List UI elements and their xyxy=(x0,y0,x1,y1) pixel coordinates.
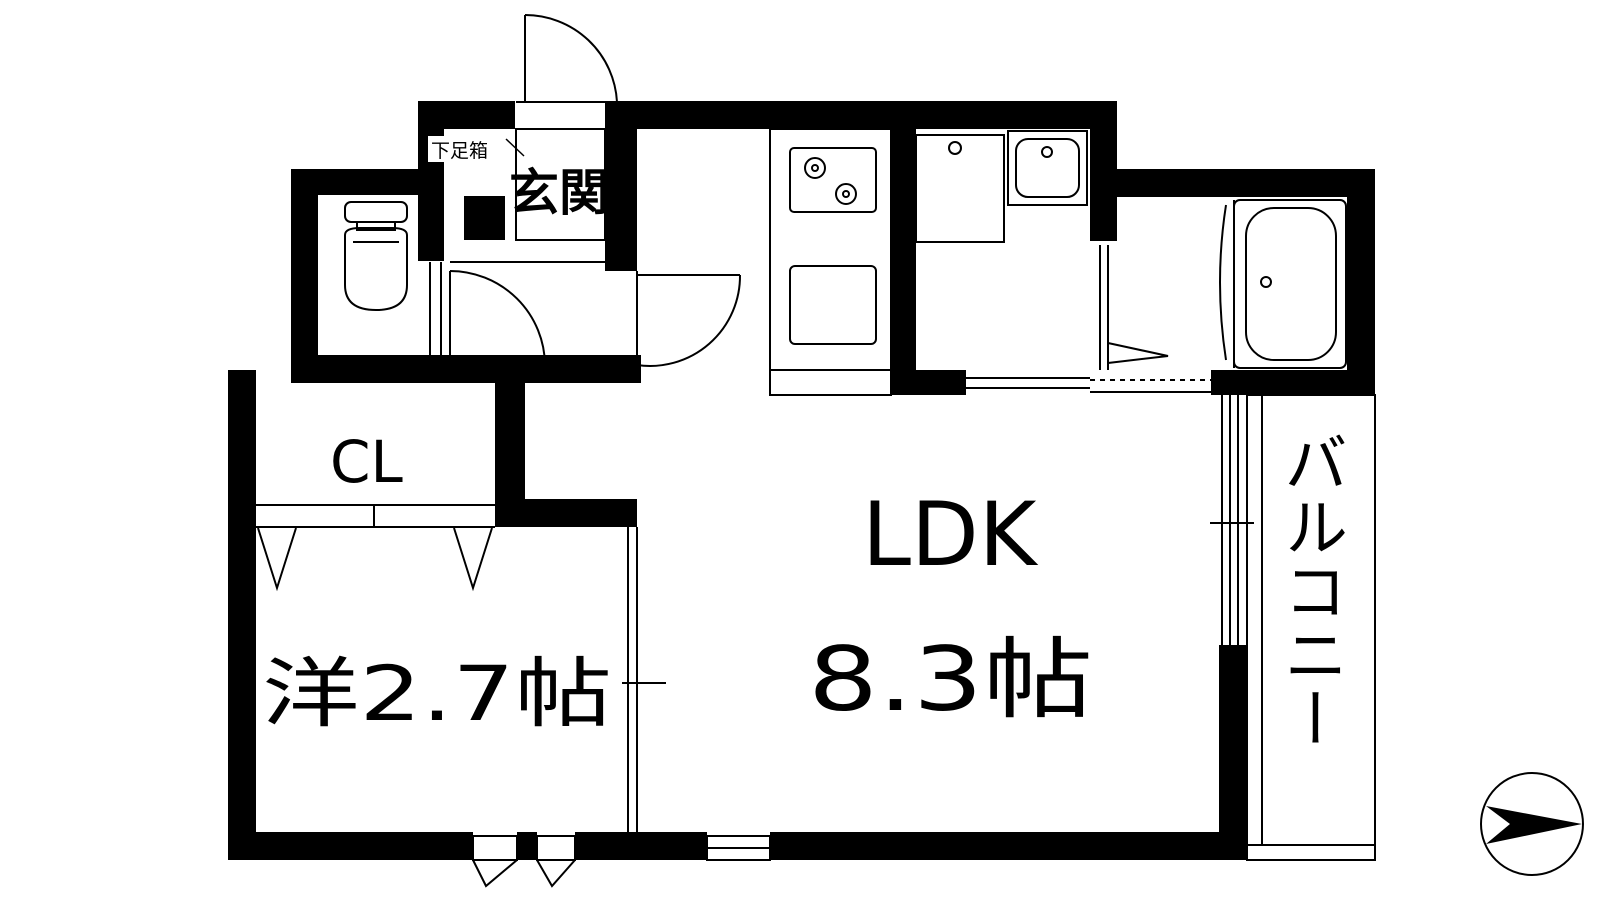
bathtub-icon xyxy=(1219,199,1347,369)
sink-icon xyxy=(789,265,877,345)
compass-icon xyxy=(1480,772,1584,876)
toilet-icon xyxy=(344,201,408,312)
washroom xyxy=(915,130,1211,393)
bottom-windows xyxy=(472,835,771,888)
room-divider xyxy=(622,527,666,832)
western-room-label: 洋2.7帖 xyxy=(262,649,612,738)
entrance xyxy=(429,13,742,367)
ldk-name-label: LDK xyxy=(862,483,1039,586)
closet xyxy=(256,504,495,592)
balcony-text: バルコニー xyxy=(1273,430,1347,750)
stove-icon xyxy=(789,147,877,213)
ldk-size-label: 8.3帖 xyxy=(808,628,1093,731)
balcony-label: バルコニー xyxy=(1273,430,1347,750)
shoe-box-text: 下足箱 xyxy=(431,140,488,162)
walls xyxy=(228,101,1375,860)
entrance-label: 玄関 xyxy=(509,164,609,222)
shoe-box-label: 下足箱 xyxy=(428,136,525,162)
kitchen xyxy=(769,128,892,396)
balcony xyxy=(1210,394,1376,861)
washbasin-icon xyxy=(1007,130,1088,206)
closet-label: CL xyxy=(330,428,403,496)
